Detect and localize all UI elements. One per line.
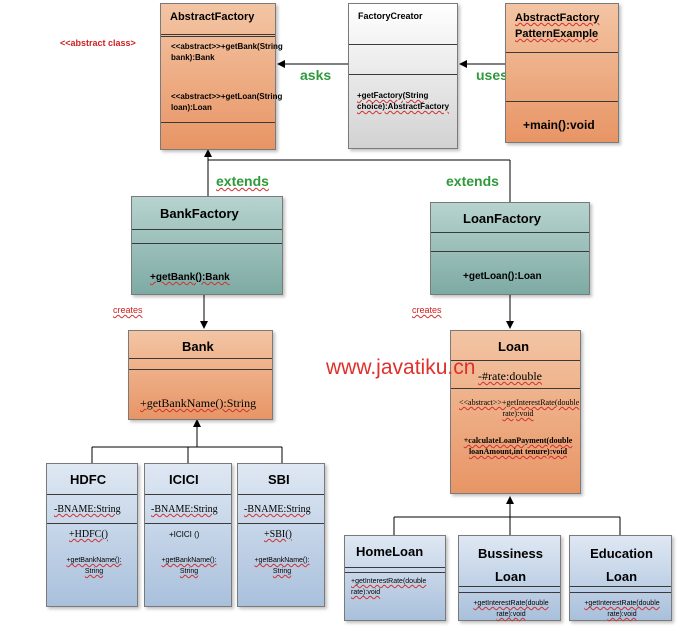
separator — [570, 592, 671, 593]
factory-creator-title: FactoryCreator — [358, 11, 423, 21]
separator — [431, 251, 589, 252]
sbi-constructor: +SBI() — [264, 529, 292, 540]
separator — [132, 243, 282, 244]
pattern-example-class: AbstractFactory PatternExample +main():v… — [505, 3, 619, 143]
business-loan-title: Bussiness Loan — [477, 546, 544, 584]
separator — [161, 34, 275, 35]
separator — [349, 74, 457, 75]
separator — [132, 229, 282, 230]
home-loan-get-interest-rate-method: +getInterestRate(double rate):void — [351, 578, 427, 596]
sbi-bname-attribute: -BNAME:String — [244, 504, 311, 515]
hdfc-get-bank-name-method: +getBankName(): String — [66, 557, 122, 575]
hdfc-constructor: +HDFC() — [69, 529, 108, 540]
education-loan-class: Education Loan +getInterestRate(double r… — [569, 535, 672, 621]
separator — [345, 567, 445, 568]
sbi-title: SBI — [268, 472, 290, 487]
bank-factory-title: BankFactory — [160, 206, 239, 221]
icici-get-bank-name-method: +getBankName(): String — [161, 557, 217, 575]
separator — [570, 586, 671, 587]
business-loan-get-interest-rate-method: +getInterestRate(double rate):void — [473, 600, 549, 618]
get-bank-factory-method: +getBank():Bank — [150, 272, 230, 283]
watermark: www.javatiku.cn — [326, 356, 476, 379]
asks-label: asks — [300, 67, 332, 83]
separator — [161, 36, 275, 37]
pattern-example-title-line2: PatternExample — [515, 28, 599, 40]
icici-title: ICICI — [169, 472, 199, 487]
get-bank-name-method: +getBankName():String — [140, 396, 257, 410]
abstract-class-stereotype: <<abstract class> — [60, 38, 136, 48]
separator — [506, 101, 618, 102]
creates-right-label: creates — [412, 305, 442, 315]
hdfc-title: HDFC — [70, 472, 107, 487]
loan-class: Loan -#rate:double <<abstract>>+getInter… — [450, 330, 581, 494]
separator — [459, 586, 560, 587]
separator — [47, 523, 137, 524]
separator — [431, 232, 589, 233]
main-method: +main():void — [523, 118, 595, 132]
calculate-loan-payment-method: +calculateLoanPayment(double loanAmount,… — [463, 436, 573, 456]
separator — [129, 358, 272, 359]
factory-creator-class: FactoryCreator +getFactory(String choice… — [348, 3, 458, 149]
separator — [238, 494, 324, 495]
sbi-class: SBI -BNAME:String +SBI() +getBankName():… — [237, 463, 325, 607]
loan-factory-title: LoanFactory — [463, 211, 542, 226]
separator — [349, 44, 457, 45]
extends-right-label: extends — [446, 173, 499, 189]
separator — [451, 360, 580, 361]
separator — [459, 592, 560, 593]
home-loan-title: HomeLoan — [356, 544, 424, 559]
pattern-example-title-line1: AbstractFactory — [515, 12, 600, 24]
separator — [129, 369, 272, 370]
business-loan-class: Bussiness Loan +getInterestRate(double r… — [458, 535, 561, 621]
get-bank-method: <<abstract>>+getBank(String bank):Bank — [171, 42, 283, 62]
bank-factory-class: BankFactory +getBank():Bank — [131, 196, 283, 295]
education-loan-title: Education Loan — [590, 546, 653, 584]
get-loan-factory-method: +getLoan():Loan — [463, 271, 542, 282]
loan-title: Loan — [498, 339, 530, 354]
icici-bname-attribute: -BNAME:String — [151, 504, 218, 515]
separator — [238, 523, 324, 524]
hdfc-bname-attribute: -BNAME:String — [54, 504, 121, 515]
hdfc-class: HDFC -BNAME:String +HDFC() +getBankName(… — [46, 463, 138, 607]
abstract-factory-class: AbstractFactory <<abstract>>+getBank(Str… — [160, 3, 283, 150]
get-interest-rate-method: <<abstract>>+getInterestRate(double rate… — [459, 398, 580, 418]
creates-left-label: creates — [113, 305, 143, 315]
bank-title: Bank — [182, 339, 214, 354]
home-loan-class: HomeLoan +getInterestRate(double rate):v… — [344, 535, 446, 621]
get-loan-method: <<abstract>>+getLoan(String loan):Loan — [171, 92, 283, 112]
get-factory-method: +getFactory(String choice):AbstractFacto… — [357, 91, 450, 111]
rate-attribute: -#rate:double — [478, 369, 542, 383]
separator — [145, 494, 231, 495]
sbi-get-bank-name-method: +getBankName(): String — [254, 557, 310, 575]
separator — [145, 523, 231, 524]
loan-factory-class: LoanFactory +getLoan():Loan — [430, 202, 590, 295]
separator — [345, 572, 445, 573]
separator — [506, 52, 618, 53]
extends-left-label: extends — [216, 173, 269, 189]
uses-label: uses — [476, 67, 508, 83]
abstract-factory-title: AbstractFactory — [170, 11, 255, 23]
separator — [451, 388, 580, 389]
icici-constructor: +ICICI () — [169, 530, 200, 539]
education-loan-get-interest-rate-method: +getInterestRate(double rate):void — [584, 600, 660, 618]
separator — [161, 122, 275, 123]
separator — [47, 494, 137, 495]
bank-class: Bank +getBankName():String — [128, 330, 273, 420]
icici-class: ICICI -BNAME:String +ICICI () +getBankNa… — [144, 463, 232, 607]
